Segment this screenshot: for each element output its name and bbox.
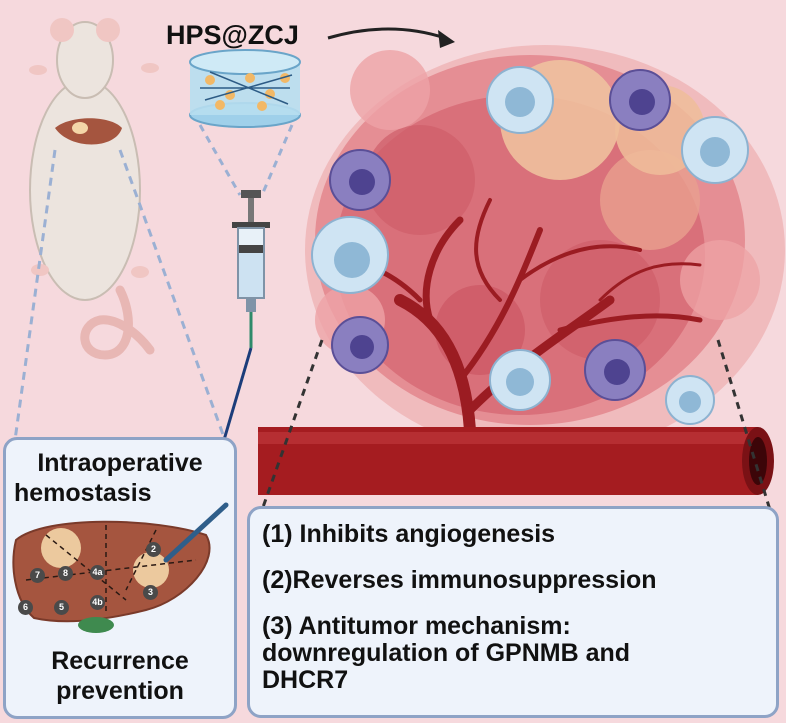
segment-7: 7 <box>30 568 45 583</box>
segment-3: 3 <box>143 585 158 600</box>
mechanism-3-line2: downregulation of GPNMB and <box>262 639 631 667</box>
mechanism-3: (3) Antitumor mechanism: downregulation … <box>262 613 630 694</box>
blood-vessel <box>258 427 774 495</box>
segment-4a: 4a <box>90 565 105 580</box>
segment-4b: 4b <box>90 595 105 610</box>
syringe <box>232 190 270 348</box>
hemostasis-line2: hemostasis <box>14 479 152 507</box>
drug-label: HPS@ZCJ <box>166 20 299 50</box>
hemostasis-heading: Intraoperative hemostasis <box>6 448 234 508</box>
mechanism-3-line3: DHCR7 <box>262 666 349 694</box>
recurrence-line1: Recurrence <box>51 647 189 675</box>
segment-8: 8 <box>58 566 73 581</box>
rat <box>29 18 159 360</box>
vessel-branches <box>327 198 703 436</box>
mechanism-3-line1: (3) Antitumor mechanism: <box>262 612 571 640</box>
hemostasis-panel: Intraoperative hemostasis 2 3 4a 4b 5 6 … <box>3 437 237 719</box>
recurrence-line2: prevention <box>56 677 184 705</box>
segment-5: 5 <box>54 600 69 615</box>
arrow-to-tumor <box>327 27 446 40</box>
segment-2: 2 <box>146 542 161 557</box>
mechanisms-panel: (1) Inhibits angiogenesis (2)Reverses im… <box>247 506 779 718</box>
mechanism-2: (2)Reverses immunosuppression <box>262 566 657 594</box>
recurrence-heading: Recurrence prevention <box>6 646 234 706</box>
hydrogel-disc <box>189 49 301 128</box>
segment-6: 6 <box>18 600 33 615</box>
mechanism-1: (1) Inhibits angiogenesis <box>262 520 556 548</box>
hemostasis-line1: Intraoperative <box>37 449 203 477</box>
